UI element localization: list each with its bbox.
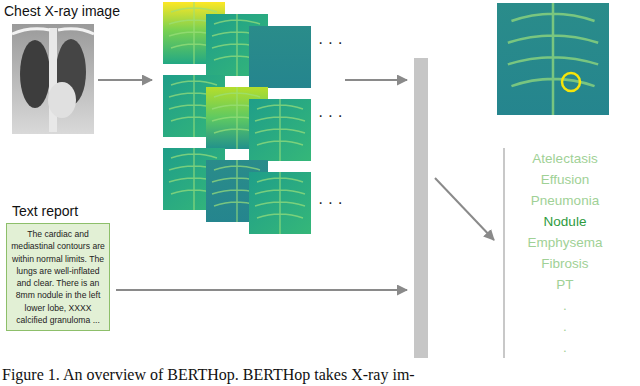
- flow-arrows: [435, 178, 494, 240]
- chest-xray: [12, 29, 94, 34]
- chest-xray: [49, 28, 57, 132]
- chest-xray: [48, 82, 76, 118]
- report-box: Text reportThe cardiac and mediastinal c…: [6, 203, 110, 331]
- class-label: Atelectasis: [505, 148, 625, 169]
- attention-heatmap: [497, 3, 609, 115]
- figure-caption: Figure 1. An overview of BERTHop. BERTHo…: [2, 365, 415, 384]
- class-label: Emphysema: [505, 232, 625, 253]
- feature-maps: [249, 26, 311, 88]
- fusion-bar: [414, 58, 428, 358]
- class-label: .: [505, 316, 625, 337]
- flow-arrows: [116, 289, 407, 291]
- class-label: PT: [505, 274, 625, 295]
- flow-arrows: [98, 79, 152, 81]
- image-box: Chest X-ray image: [4, 3, 154, 19]
- feature-maps: [249, 99, 311, 161]
- ellipsis: · · ·: [318, 194, 343, 212]
- class-label: .: [505, 337, 625, 358]
- feature-maps: [255, 99, 305, 161]
- flow-arrows: [98, 80, 494, 290]
- fusion-bar: [414, 58, 428, 358]
- heading: Text report: [6, 203, 110, 219]
- report-text: The cardiac and mediastinal contours are…: [6, 223, 110, 331]
- class-label: .: [505, 295, 625, 316]
- attention-heatmap: [562, 73, 580, 91]
- attention-heatmap: [497, 3, 609, 115]
- feature-maps: [163, 2, 311, 234]
- attention-heatmap: [508, 3, 598, 115]
- class-label: Pneumonia: [505, 190, 625, 211]
- chest-xray: [12, 24, 94, 134]
- ellipsis: · · ·: [318, 107, 343, 125]
- class-label: Fibrosis: [505, 253, 625, 274]
- chest-xray: [20, 40, 50, 108]
- flow-arrows: [345, 79, 407, 81]
- class-label: Effusion: [505, 169, 625, 190]
- heading: Chest X-ray image: [4, 3, 154, 19]
- feature-maps: [249, 172, 311, 234]
- class-label: Nodule: [505, 211, 625, 232]
- ellipsis: · · ·: [318, 34, 343, 52]
- chest-xray: [12, 24, 94, 134]
- feature-maps: [255, 172, 305, 234]
- label-list: AtelectasisEffusionPneumoniaNoduleEmphys…: [503, 148, 625, 358]
